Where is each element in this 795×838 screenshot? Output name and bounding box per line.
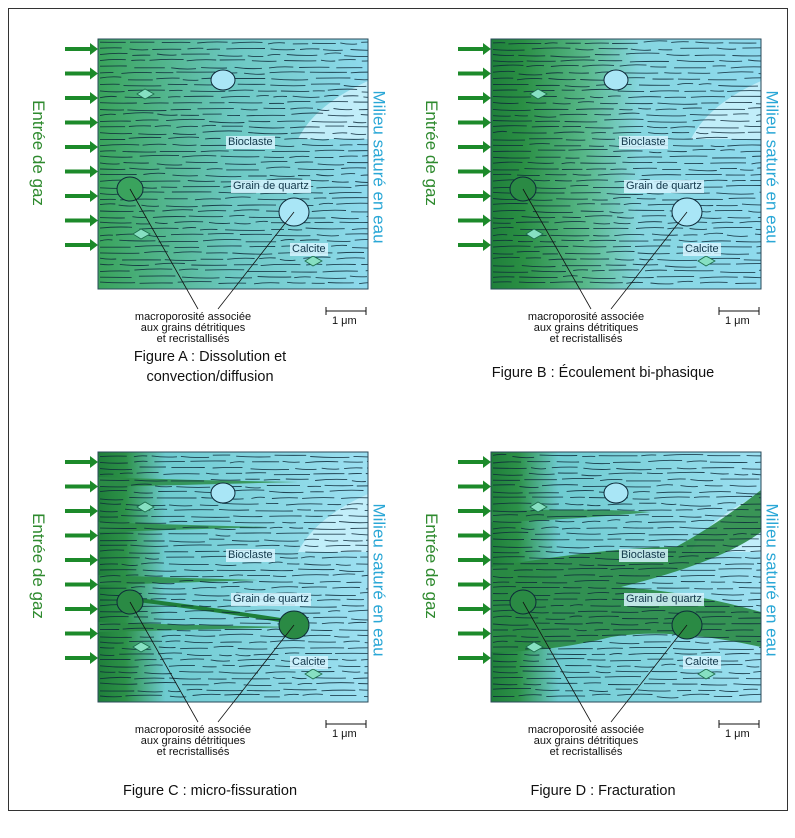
gas-arrows [65, 43, 98, 251]
water-medium-label: Milieu saturé en eau [762, 503, 782, 657]
scale-label: 1 μm [332, 315, 357, 327]
calcite-label: Calcite [290, 243, 328, 256]
caption-line1: Figure B : Écoulement bi-phasique [491, 365, 715, 381]
gas-arrows [458, 43, 491, 251]
diagram-c [65, 451, 369, 728]
gas-inlet-label: Entrée de gaz [28, 100, 48, 206]
water-medium-label: Milieu saturé en eau [369, 90, 389, 244]
macroporosity-line2: aux grains détritiques [140, 322, 246, 334]
macroporosity-line1: macroporosité associée [134, 724, 252, 736]
panel-figure-a: Entrée de gaz Milieu saturé en eau Bioclas… [20, 25, 410, 425]
macroporosity-line1: macroporosité associée [527, 724, 645, 736]
water-medium-label: Milieu saturé en eau [762, 90, 782, 244]
gas-inlet-label: Entrée de gaz [421, 513, 441, 619]
macroporosity-line3: et recristallisés [156, 333, 230, 345]
quartz-label: Grain de quartz [624, 593, 704, 606]
calcite-label: Calcite [290, 656, 328, 669]
bioclast-label: Bioclaste [619, 136, 668, 149]
caption-line1: Figure D : Fracturation [530, 783, 676, 799]
calcite-label: Calcite [683, 243, 721, 256]
quartz-label: Grain de quartz [231, 593, 311, 606]
quartz-label: Grain de quartz [231, 180, 311, 193]
macroporosity-line3: et recristallisés [549, 333, 623, 345]
gas-arrows [65, 456, 98, 664]
panel-figure-c: Entrée de gaz Milieu saturé en eau Bioclas… [20, 438, 410, 838]
caption-line1: Figure A : Dissolution et [133, 349, 287, 365]
panel-figure-b: Entrée de gaz Milieu saturé en eau Bioclas… [413, 25, 795, 425]
macroporosity-line2: aux grains détritiques [533, 735, 639, 747]
bioclast-label: Bioclaste [226, 136, 275, 149]
scale-label: 1 μm [332, 728, 357, 740]
caption-line2: convection/diffusion [146, 369, 274, 385]
quartz-label: Grain de quartz [624, 180, 704, 193]
macroporosity-line2: aux grains détritiques [533, 322, 639, 334]
gas-inlet-label: Entrée de gaz [28, 513, 48, 619]
calcite-label: Calcite [683, 656, 721, 669]
macroporosity-line1: macroporosité associée [134, 311, 252, 323]
gas-arrows [458, 456, 491, 664]
macroporosity-line3: et recristallisés [156, 746, 230, 758]
panel-figure-d: Entrée de gaz Milieu saturé en eau Bioclas… [413, 438, 795, 838]
scale-label: 1 μm [725, 728, 750, 740]
macroporosity-line3: et recristallisés [549, 746, 623, 758]
bioclast-label: Bioclaste [619, 549, 668, 562]
scale-label: 1 μm [725, 315, 750, 327]
caption-line1: Figure C : micro-fissuration [122, 783, 298, 799]
gas-inlet-label: Entrée de gaz [421, 100, 441, 206]
macroporosity-line2: aux grains détritiques [140, 735, 246, 747]
figure-frame [8, 8, 788, 811]
bioclast-label: Bioclaste [226, 549, 275, 562]
diagram-d [458, 451, 762, 728]
macroporosity-line1: macroporosité associée [527, 311, 645, 323]
water-medium-label: Milieu saturé en eau [369, 503, 389, 657]
